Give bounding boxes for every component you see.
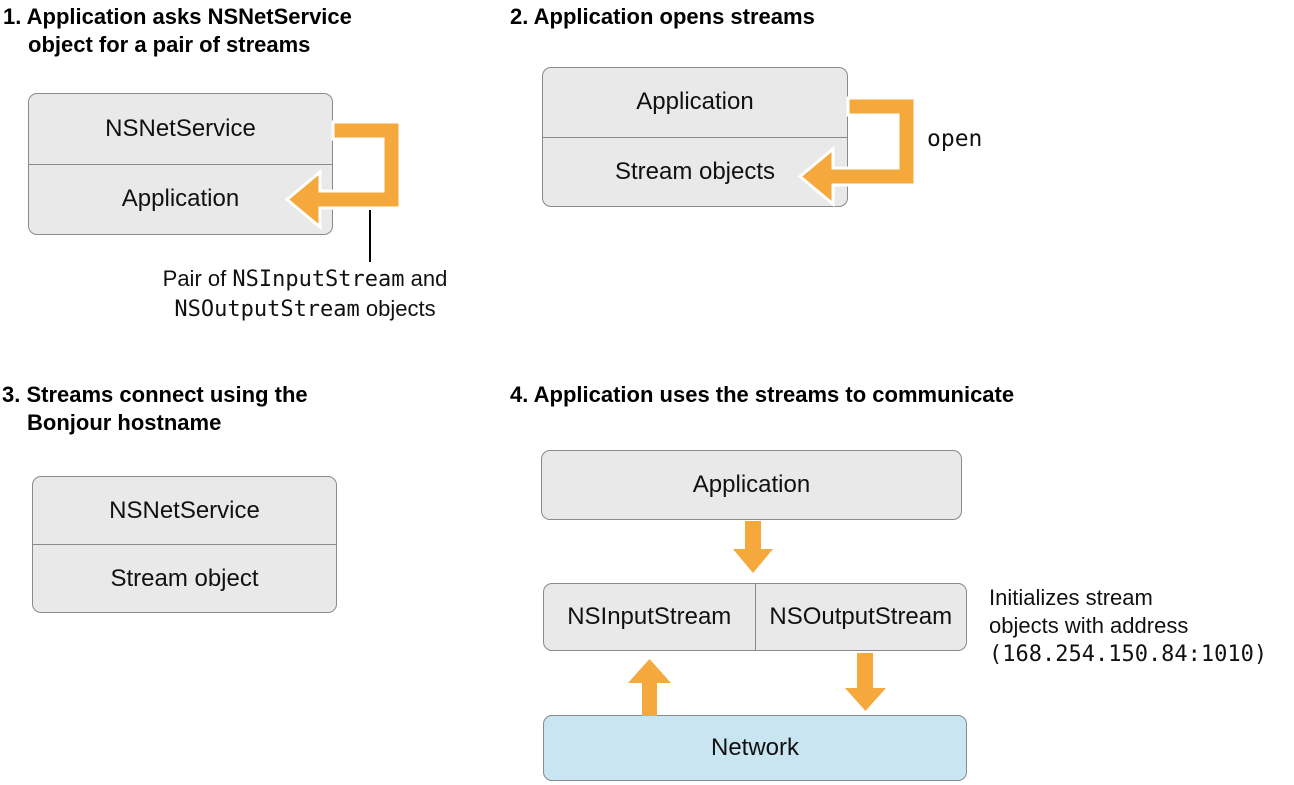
panel2-heading: 2. Application opens streams xyxy=(510,4,815,29)
panel4-note-line1: Initializes stream xyxy=(989,585,1153,610)
panel1-heading-line1: 1. Application asks NSNetService xyxy=(3,4,352,29)
panel4-note-line2: objects with address xyxy=(989,613,1189,638)
panel1-heading: 1. Application asks NSNetService object f… xyxy=(3,3,428,59)
nsoutputstream-code-text: NSOutputStream xyxy=(174,297,360,322)
panel4-down-arrow-icon xyxy=(733,521,773,573)
panel4-note: Initializes stream objects with address … xyxy=(989,584,1294,669)
panel4-heading: 4. Application uses the streams to commu… xyxy=(510,382,1015,407)
panel1-box-application-cell: Application xyxy=(29,163,332,235)
panel2-box-streamobjects-cell: Stream objects xyxy=(543,136,847,207)
panel4-network-box: Network xyxy=(543,715,967,781)
panel1-caption: Pair of NSInputStream and NSOutputStream… xyxy=(140,264,470,324)
panel4-network-label: Network xyxy=(710,734,800,761)
panel4-streams-box: NSInputStream NSOutputStream xyxy=(543,583,967,651)
panel3-box-streamobject-cell: Stream object xyxy=(33,544,336,612)
panel1-box-nsnetservice-cell: NSNetService xyxy=(105,114,256,142)
panel4-application-label: Application xyxy=(692,471,811,498)
panel3-box: NSNetService Stream object xyxy=(32,476,337,613)
panel2-box: Application Stream objects xyxy=(542,67,848,207)
panel4-note-address: (168.254.150.84:1010) xyxy=(989,642,1268,667)
panel4-nsoutputstream-cell: NSOutputStream xyxy=(754,584,967,650)
panel1-heading-line2: object for a pair of streams xyxy=(28,32,311,57)
panel4-application-box: Application xyxy=(541,450,962,520)
panel4-nsinputstream-cell: NSInputStream xyxy=(567,603,732,630)
panel1-caption-and: and xyxy=(404,266,448,291)
panel4-up-arrow-icon xyxy=(628,659,671,716)
panel1-caption-text: Pair of xyxy=(162,266,233,291)
open-method-label: open xyxy=(927,126,983,152)
panel3-heading-line2: Bonjour hostname xyxy=(27,410,222,435)
panel1-box: NSNetService Application xyxy=(28,93,333,235)
panel4-output-down-arrow-icon xyxy=(845,653,886,711)
panel3-box-nsnetservice-cell: NSNetService xyxy=(109,496,260,524)
panel2-box-application-cell: Application xyxy=(636,88,754,116)
panel3-heading-line1: 3. Streams connect using the xyxy=(2,382,308,407)
nsinputstream-code-text: NSInputStream xyxy=(232,267,405,292)
panel1-caption-objects: objects xyxy=(359,296,436,321)
